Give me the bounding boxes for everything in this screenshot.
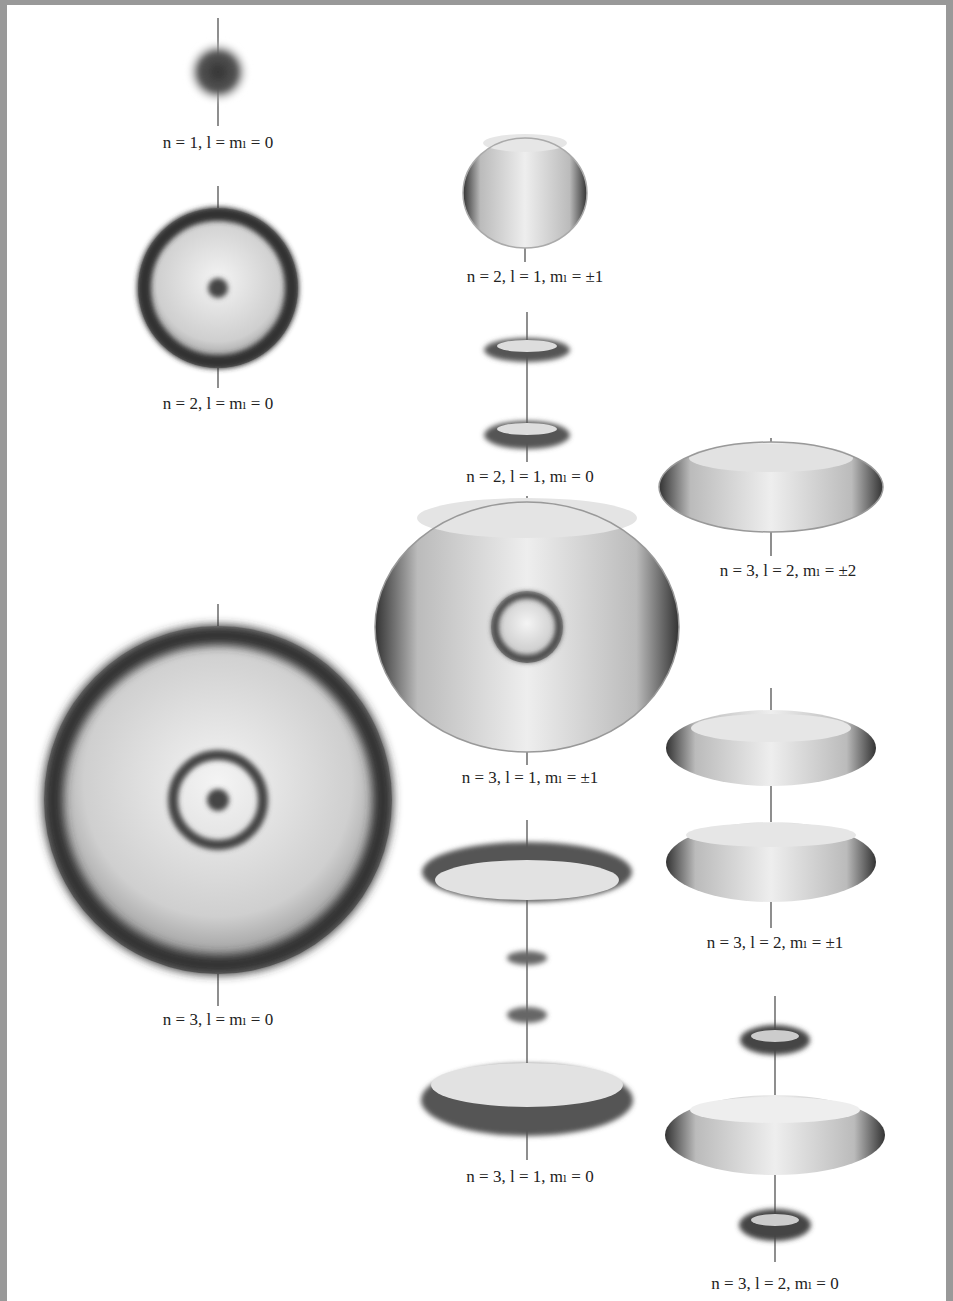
- orbital-label: n = 3, l = 2, mₗ = ±2: [718, 561, 859, 581]
- orbital-label: n = 3, l = 1, mₗ = ±1: [460, 768, 601, 788]
- orbital-label: n = 3, l = 1, mₗ = 0: [464, 1167, 595, 1187]
- orbital-label: n = 2, l = 1, mₗ = ±1: [465, 267, 606, 287]
- orbital-label: n = 3, l = 2, mₗ = 0: [709, 1274, 840, 1294]
- orbital-label: n = 3, l = 2, mₗ = ±1: [705, 933, 846, 953]
- orbital-label: n = 1, l = mₗ = 0: [161, 133, 275, 153]
- orbital-label: n = 2, l = 1, mₗ = 0: [464, 467, 595, 487]
- orbital-label: n = 2, l = mₗ = 0: [161, 394, 275, 414]
- orbital-label: n = 3, l = mₗ = 0: [161, 1010, 275, 1030]
